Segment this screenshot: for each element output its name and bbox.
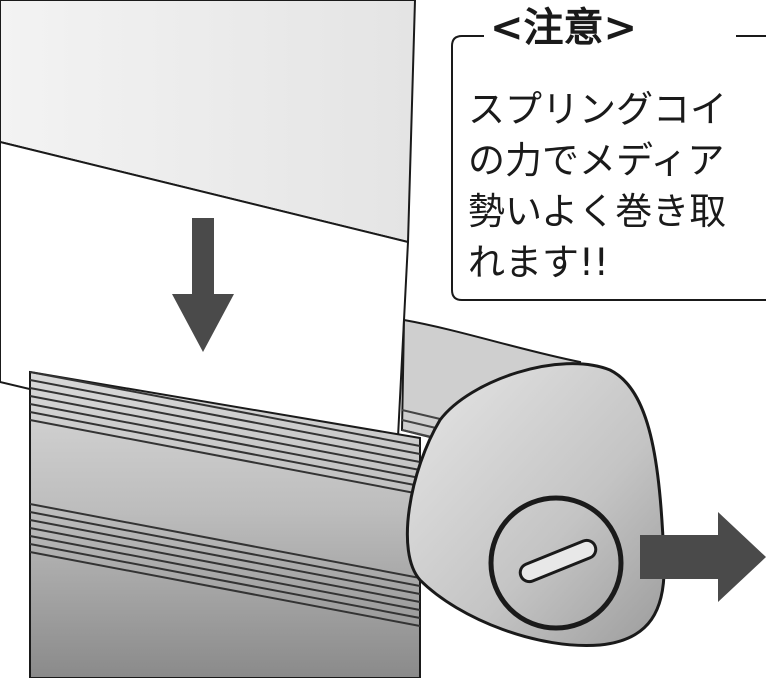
roller-grooves-lower xyxy=(29,503,421,627)
release-knob-icon xyxy=(488,495,624,631)
notice-title: <注意> xyxy=(484,4,736,52)
arrow-down-icon xyxy=(172,218,234,352)
arrow-right-icon xyxy=(640,512,766,602)
notice-text: スプリングコイ の力でメディア 勢いよく巻き取 れます!! xyxy=(468,84,766,294)
notice-line-1: スプリングコイ xyxy=(468,88,727,131)
end-cap xyxy=(405,362,666,648)
roller-body xyxy=(29,370,421,678)
notice-line-2: の力でメディア xyxy=(468,139,725,182)
roller-grooves-upper xyxy=(29,371,421,495)
notice-line-4: れます!! xyxy=(468,241,609,284)
notice-line-3: 勢いよく巻き取 xyxy=(468,190,727,233)
notice-box xyxy=(451,35,766,301)
